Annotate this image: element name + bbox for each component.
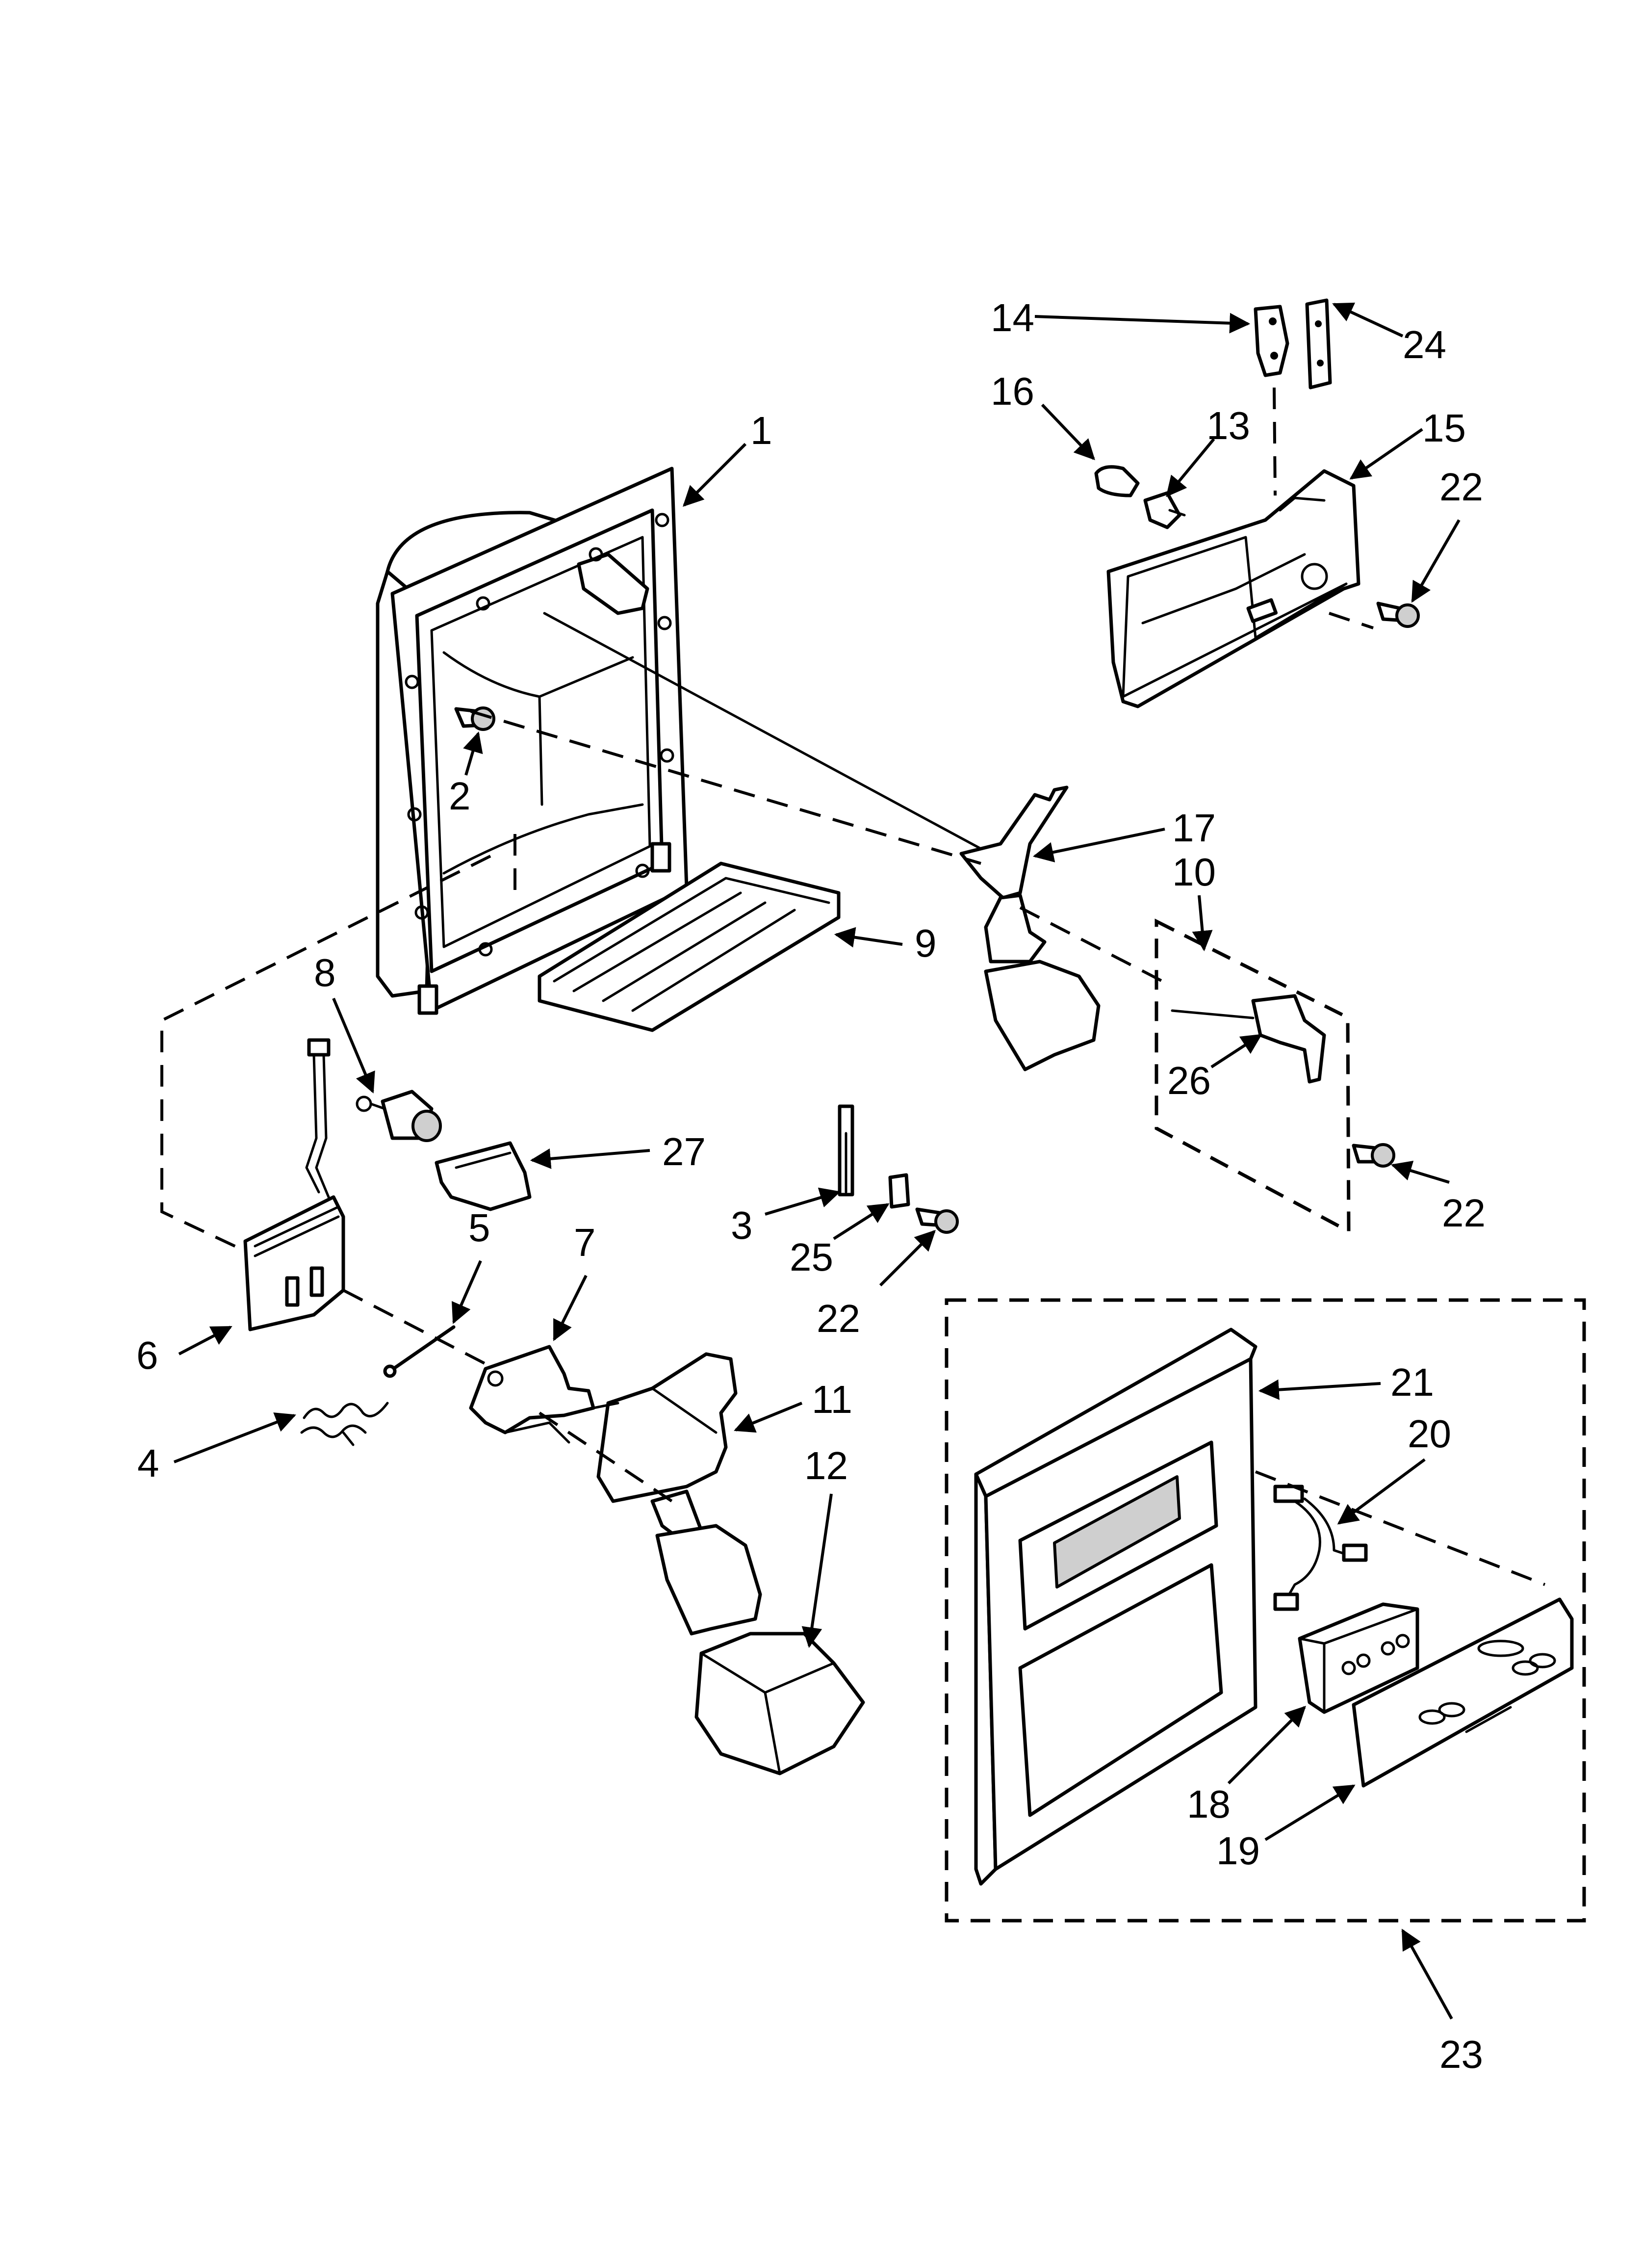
part-24-insulator (1305, 298, 1332, 390)
callout-17: 17 (1172, 806, 1216, 850)
part-21-dispenser-front (974, 1328, 1257, 1886)
callout-21: 21 (1390, 1360, 1434, 1404)
assembly-box-23 (945, 1298, 1586, 1923)
leader-23 (1401, 1929, 1453, 2020)
part-3-switch-blade (838, 1104, 854, 1197)
part-13-socket (1143, 491, 1186, 529)
wire-housing-to-lever (543, 612, 982, 850)
part-8-solenoid (356, 1090, 442, 1142)
part-9-drip-tray (538, 861, 841, 1032)
explode-line-mount-lever (539, 1411, 673, 1503)
leader-24 (1332, 302, 1404, 338)
part-7-motor-mount (469, 1345, 619, 1444)
callout-4: 4 (137, 1441, 159, 1485)
leader-12 (801, 1493, 833, 1648)
part-16-bulb (1094, 465, 1140, 497)
callout-1: 1 (750, 409, 772, 452)
leader-9 (834, 927, 903, 948)
leader-7 (553, 1275, 588, 1341)
callout-22b: 22 (1442, 1191, 1486, 1235)
callout-10: 10 (1172, 850, 1216, 894)
callout-16: 16 (991, 369, 1034, 413)
leader-25 (833, 1203, 890, 1240)
leader-1 (683, 443, 747, 507)
callout-13: 13 (1206, 404, 1250, 447)
explode-line-housing-motor (160, 855, 491, 1252)
part-27-cover (435, 1141, 532, 1211)
callout-2: 2 (449, 774, 471, 818)
leader-13 (1166, 438, 1215, 497)
part-22-screw-middle (915, 1207, 959, 1234)
callout-11: 11 (812, 1378, 852, 1421)
part-18-control-board (1298, 1602, 1419, 1714)
callout-23: 23 (1439, 2033, 1483, 2076)
leader-19 (1264, 1784, 1356, 1841)
part-12-chute (694, 1632, 865, 1775)
leader-22b (1390, 1160, 1450, 1184)
leader-15 (1349, 428, 1423, 480)
explode-line-screw-housing (1329, 612, 1374, 629)
callout-22c: 22 (817, 1297, 860, 1340)
part-14-switch (1254, 305, 1289, 377)
part-20-wire-harness (1273, 1485, 1368, 1611)
callout-9: 9 (915, 921, 937, 965)
callout-6: 6 (136, 1333, 158, 1377)
callout-26: 26 (1167, 1059, 1211, 1102)
leader-2 (463, 731, 483, 776)
callout-19: 19 (1216, 1829, 1260, 1873)
explode-line-board-overlay (1255, 1470, 1546, 1586)
explode-line-lever-box (1019, 906, 1163, 983)
leader-16 (1041, 403, 1095, 461)
part-5-pin (383, 1325, 456, 1378)
leader-17 (1032, 828, 1165, 862)
callout-20: 20 (1408, 1412, 1451, 1456)
part-15-lamp-housing (1106, 469, 1360, 708)
leader-21 (1258, 1379, 1381, 1400)
leader-11 (734, 1402, 803, 1433)
callout-8: 8 (314, 951, 336, 994)
part-11-water-lever (596, 1352, 762, 1636)
leader-20 (1337, 1458, 1426, 1525)
leader-22c (879, 1230, 936, 1287)
callout-25: 25 (790, 1235, 833, 1279)
leader-22a (1411, 519, 1461, 603)
part-4-spring (300, 1402, 389, 1446)
explode-line-housing-lever (470, 710, 981, 865)
leader-8 (332, 997, 375, 1094)
callout-27: 27 (662, 1130, 706, 1173)
leader-27 (530, 1148, 650, 1169)
part-22-screw-right (1352, 1143, 1395, 1168)
callout-12: 12 (804, 1444, 848, 1487)
leader-14 (1034, 313, 1251, 334)
callout-15: 15 (1422, 406, 1466, 450)
part-19-overlay (1352, 1597, 1574, 1788)
explode-line-motor-mount (342, 1289, 487, 1365)
callout-18: 18 (1187, 1782, 1231, 1826)
part-6-motor (243, 1038, 345, 1331)
leader-10 (1192, 895, 1213, 952)
callout-7: 7 (574, 1221, 596, 1264)
callout-3: 3 (731, 1203, 753, 1247)
callout-5: 5 (468, 1206, 490, 1250)
part-17-ice-lever (959, 785, 1101, 1071)
leader-3 (765, 1187, 841, 1216)
explode-line-light-switch (1273, 387, 1277, 496)
leader-6 (178, 1326, 232, 1356)
callout-14: 14 (991, 296, 1034, 339)
part-22-screw-upper (1376, 601, 1420, 628)
leader-5 (452, 1260, 482, 1324)
leader-4 (173, 1412, 296, 1463)
callout-24: 24 (1403, 323, 1446, 366)
part-25-insulator (888, 1173, 910, 1209)
part-26-actuator (1171, 994, 1326, 1084)
assembly-box-10 (1155, 918, 1351, 1234)
callout-22a: 22 (1439, 465, 1483, 509)
leader-26 (1210, 1034, 1262, 1069)
leader-18 (1227, 1706, 1306, 1785)
